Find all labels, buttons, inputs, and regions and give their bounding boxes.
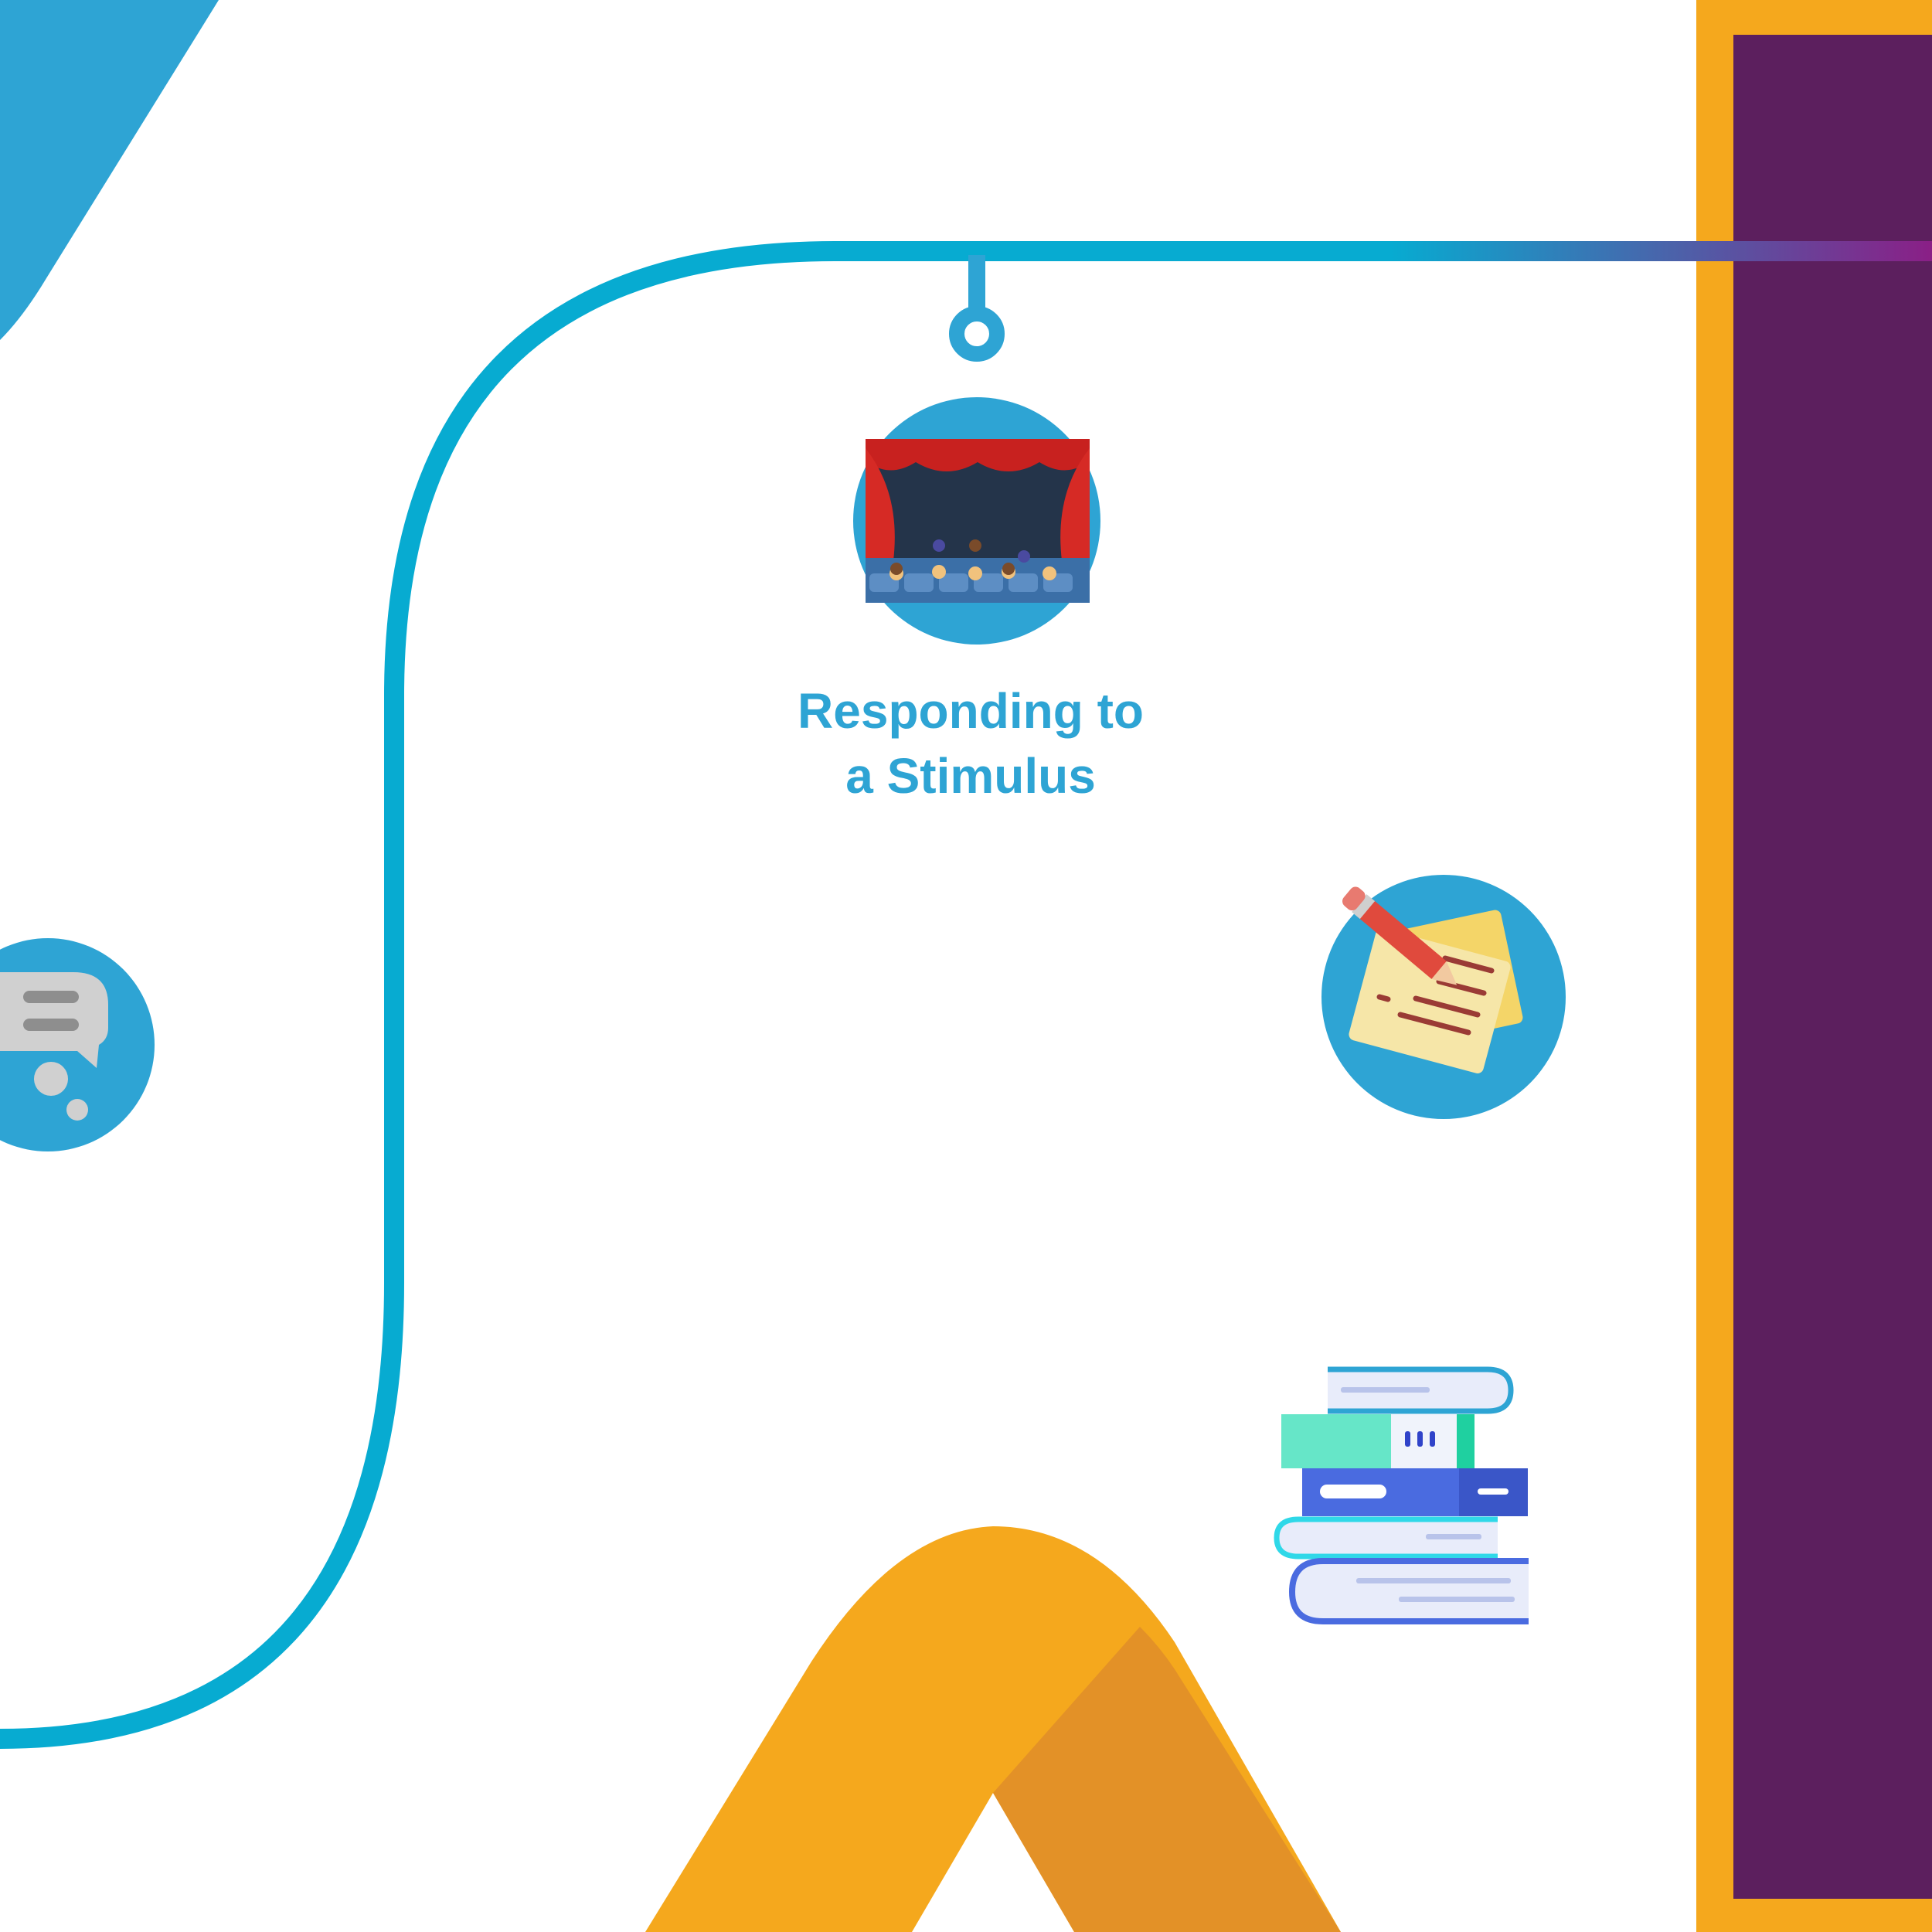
stage-title-line-2: a Stimulus (845, 748, 1096, 804)
stage-title: Responding to a Stimulus (700, 679, 1241, 808)
notepad-pencil-icon (1321, 875, 1566, 1119)
theater-stage-icon (853, 397, 1100, 645)
book-stack-icon (1274, 1366, 1529, 1624)
bottom-arch-shade (993, 1627, 1341, 1932)
stage-title-line-1: Responding to (798, 683, 1144, 739)
corner-wedge-blue (0, 0, 219, 340)
pin-ring (949, 306, 1005, 362)
speech-bubble-icon (0, 938, 155, 1151)
connector-rail (0, 241, 1932, 1749)
side-panel (1733, 35, 1932, 1899)
